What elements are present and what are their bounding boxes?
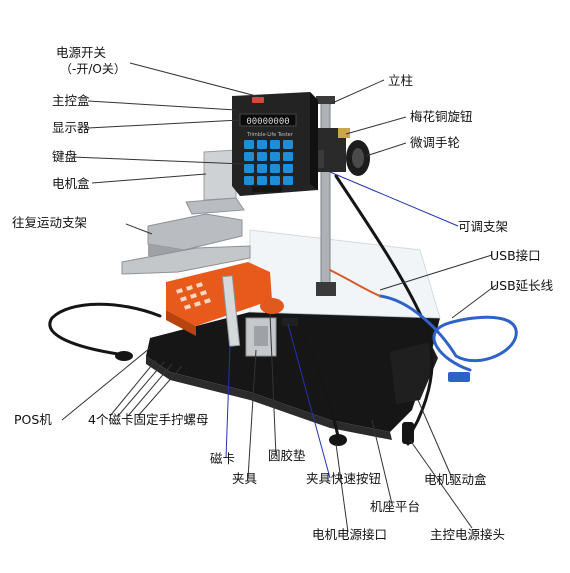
label-clamp-quick-button: 夹具快速按钮 — [306, 471, 382, 486]
motor-driver-box — [390, 342, 438, 404]
keypad-key — [257, 140, 267, 149]
label-motor-driver-box: 电机驱动盒 — [424, 472, 487, 487]
label-round-rubber-pad: 圆胶垫 — [268, 448, 306, 463]
pos-cable — [48, 302, 162, 356]
keypad-key — [257, 152, 267, 161]
label-motor-power-port: 电机电源接口 — [312, 527, 388, 542]
label-power-switch-note: （-开/O关） — [60, 62, 126, 76]
label-keyboard: 键盘 — [52, 149, 78, 164]
base-platform — [146, 312, 440, 440]
pos-machine — [166, 262, 272, 336]
keypad-key — [270, 164, 280, 173]
magnetic-card — [221, 275, 241, 347]
keypad-key — [270, 140, 280, 149]
label-adjustable-bracket: 可调支架 — [458, 219, 509, 234]
keypad-key — [283, 176, 293, 185]
label-reciprocating-bracket: 往复运动支架 — [12, 215, 88, 230]
leader-lines — [61, 62, 497, 533]
keypad-key — [270, 176, 280, 185]
label-magnetic-card-nuts: 4个磁卡固定手拧螺母 — [88, 412, 209, 427]
keypad-key — [283, 164, 293, 173]
clamp-quick-button — [282, 318, 298, 326]
keypad-key — [270, 152, 280, 161]
round-rubber-pad — [260, 298, 284, 314]
label-plum-knob: 梅花铜旋钮 — [410, 109, 473, 124]
keypad-key — [257, 164, 267, 173]
label-motor-box: 电机盒 — [52, 176, 90, 191]
control-box: 00000000 Trimble-Life Tester — [232, 92, 318, 196]
label-power-switch: 电源开关 — [56, 45, 107, 60]
label-display: 显示器 — [52, 120, 90, 135]
motor-power-cable — [298, 328, 340, 438]
label-control-box: 主控盒 — [52, 93, 90, 108]
fine-tune-wheel — [346, 140, 370, 176]
keypad-key — [244, 176, 254, 185]
usb-extension-cable — [378, 294, 518, 372]
label-usb-port: USB接口 — [490, 248, 541, 263]
label-usb-extension: USB延长线 — [490, 278, 554, 293]
keypad-key — [283, 152, 293, 161]
label-main-power-connector: 主控电源接头 — [430, 527, 506, 542]
keypad-key — [283, 140, 293, 149]
brand-text: Trimble-Life Tester — [246, 132, 294, 138]
reciprocating-bracket — [121, 213, 251, 275]
display-readout: 00000000 — [246, 117, 289, 127]
label-column: 立柱 — [388, 73, 414, 88]
label-pos-machine: POS机 — [14, 412, 52, 427]
label-fine-tune-wheel: 微调手轮 — [410, 135, 461, 150]
keypad-key — [257, 176, 267, 185]
column — [320, 97, 331, 289]
keypad-key — [244, 152, 254, 161]
keypad — [244, 140, 293, 185]
label-magnetic-card: 磁卡 — [210, 451, 236, 466]
keypad-key — [244, 140, 254, 149]
label-base-platform: 机座平台 — [370, 499, 421, 514]
plum-knob — [338, 128, 350, 138]
label-clamp: 夹具 — [232, 471, 258, 486]
keypad-key — [244, 164, 254, 173]
